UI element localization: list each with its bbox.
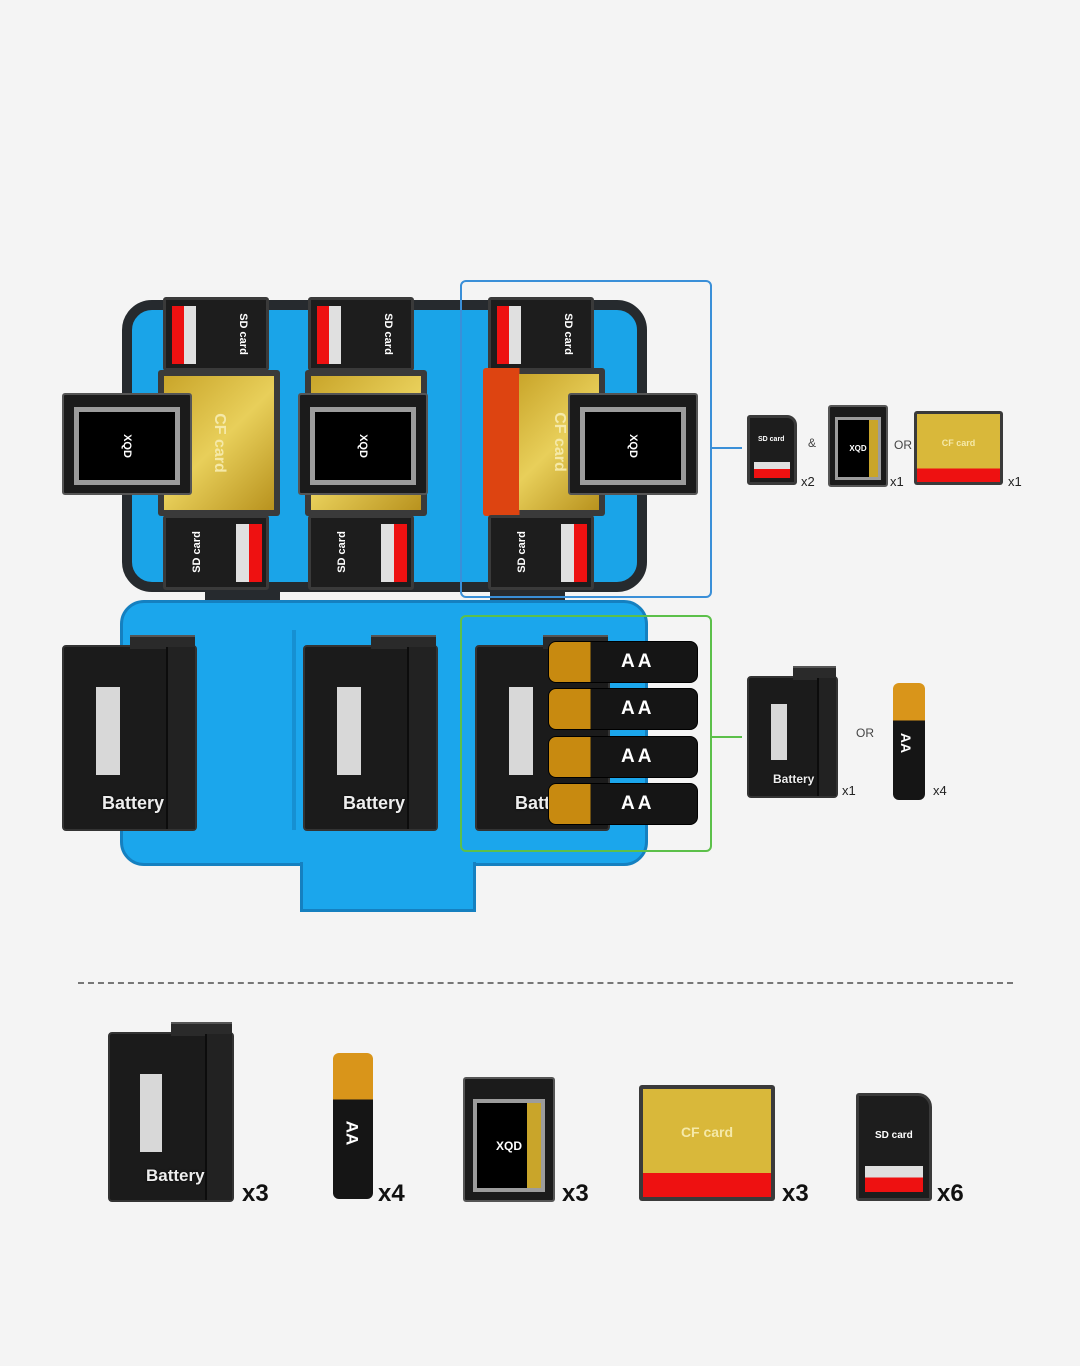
case-latch-tab[interactable] — [300, 862, 476, 912]
sd-card-slot: SD card — [308, 297, 414, 371]
connector-line — [712, 447, 742, 449]
sd-card-slot: SD card — [163, 515, 269, 590]
xqd-card-slot: XQD — [568, 393, 698, 495]
sd-card-slot: SD card — [163, 297, 269, 371]
legend-xqd-card: XQD — [828, 405, 888, 487]
aa-battery: AA — [548, 736, 698, 778]
legend-sd-qty: x2 — [801, 474, 815, 489]
sd-card-slot: SD card — [488, 297, 594, 371]
legend-camera-battery: Battery — [747, 666, 838, 798]
legend-aa-qty: x4 — [933, 783, 947, 798]
capacity-cf-qty: x3 — [782, 1180, 809, 1207]
capacity-camera-battery: Battery — [108, 1022, 234, 1202]
camera-battery: Battery — [62, 635, 197, 831]
aa-battery: AA — [548, 783, 698, 825]
connector-line — [712, 736, 742, 738]
sd-card-slot: SD card — [488, 515, 594, 590]
card-slot-highlight-frame — [460, 280, 712, 598]
capacity-cf-card: CF card — [639, 1085, 775, 1201]
capacity-xqd-card: XQD — [463, 1077, 555, 1202]
capacity-xqd-qty: x3 — [562, 1180, 589, 1207]
xqd-card-slot: XQD — [62, 393, 192, 495]
capacity-aa-battery: AA — [333, 1053, 373, 1199]
or-text: OR — [894, 438, 912, 452]
aa-battery: AA — [548, 641, 698, 683]
or-text: OR — [856, 726, 874, 740]
compartment-divider — [292, 630, 296, 830]
legend-xqd-qty: x1 — [890, 474, 904, 489]
xqd-card-slot: XQD — [298, 393, 428, 495]
sd-card-slot: SD card — [308, 515, 414, 590]
legend-cf-qty: x1 — [1008, 474, 1022, 489]
legend-aa-battery: AA — [893, 683, 925, 800]
case-hinge — [205, 588, 280, 602]
camera-battery: Battery — [303, 635, 438, 831]
capacity-sd-card: SD card — [856, 1093, 932, 1201]
battery-slot-highlight-frame — [460, 615, 712, 852]
capacity-sd-qty: x6 — [937, 1180, 964, 1207]
capacity-aa-qty: x4 — [378, 1180, 405, 1207]
legend-battery-qty: x1 — [842, 783, 856, 798]
capacity-battery-qty: x3 — [242, 1180, 269, 1207]
legend-sd-card: SD card — [747, 415, 797, 485]
and-text: & — [808, 436, 817, 450]
case-hinge — [490, 588, 565, 602]
aa-battery: AA — [548, 688, 698, 730]
legend-cf-card: CF card — [914, 411, 1003, 485]
section-divider — [78, 982, 1013, 984]
